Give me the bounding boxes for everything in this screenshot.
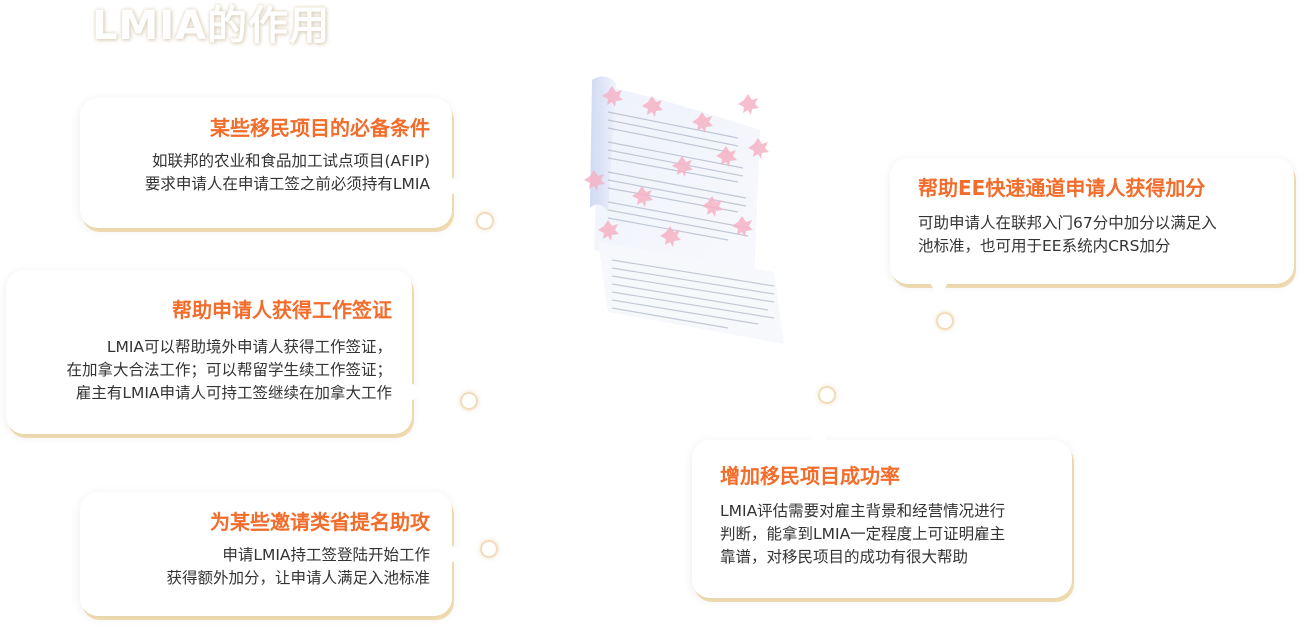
card-line: 获得额外加分，让申请人满足入池标准 bbox=[166, 569, 430, 587]
card-line: 判断，能拿到LMIA一定程度上可证明雇主 bbox=[720, 525, 1006, 543]
card-provincial-nomination: 为某些邀请类省提名助攻 申请LMIA持工签登陆开始工作 获得额外加分，让申请人满… bbox=[80, 492, 464, 616]
card-title: 增加移民项目成功率 bbox=[720, 464, 900, 488]
connector-dot bbox=[460, 392, 478, 410]
card-line: 在加拿大合法工作；可以帮留学生续工作签证； bbox=[66, 361, 392, 379]
card-line: 申请LMIA持工签登陆开始工作 bbox=[222, 546, 430, 564]
card-line: 雇主有LMIA申请人可持工签继续在加拿大工作 bbox=[75, 384, 392, 402]
card-express-entry: 帮助EE快速通道申请人获得加分 可助申请人在联邦入门67分中加分以满足入 池标准… bbox=[890, 158, 1294, 298]
card-success-rate: 增加移民项目成功率 LMIA评估需要对雇主背景和经营情况进行 判断，能拿到LMI… bbox=[692, 427, 1072, 598]
card-body: LMIA可以帮助境外申请人获得工作签证， 在加拿大合法工作；可以帮留学生续工作签… bbox=[16, 336, 392, 405]
card-title: 为某些邀请类省提名助攻 bbox=[210, 510, 430, 534]
connector-dot bbox=[480, 540, 498, 558]
connector-dot bbox=[476, 212, 494, 230]
card-line: LMIA评估需要对雇主背景和经营情况进行 bbox=[720, 502, 1006, 520]
card-work-permit: 帮助申请人获得工作签证 LMIA可以帮助境外申请人获得工作签证， 在加拿大合法工… bbox=[6, 270, 424, 434]
card-body: 可助申请人在联邦入门67分中加分以满足入 池标准，也可用于EE系统内CRS加分 bbox=[918, 212, 1280, 258]
card-line: 靠谱，对移民项目的成功有很大帮助 bbox=[720, 548, 969, 566]
card-title: 帮助申请人获得工作签证 bbox=[172, 298, 392, 322]
card-tail bbox=[810, 427, 828, 442]
card-title: 某些移民项目的必备条件 bbox=[210, 116, 430, 140]
card-body: 如联邦的农业和食品加工试点项目(AFIP) 要求申请人在申请工签之前必须持有LM… bbox=[94, 150, 430, 196]
card-line: 池标准，也可用于EE系统内CRS加分 bbox=[918, 237, 1171, 255]
card-tail bbox=[450, 176, 464, 196]
connector-dot bbox=[818, 386, 836, 404]
card-tail bbox=[410, 382, 424, 402]
page-title: LMIA的作用 bbox=[92, 3, 331, 49]
card-line: 如联邦的农业和食品加工试点项目(AFIP) bbox=[151, 152, 430, 170]
card-body: 申请LMIA持工签登陆开始工作 获得额外加分，让申请人满足入池标准 bbox=[94, 544, 430, 590]
card-title: 帮助EE快速通道申请人获得加分 bbox=[918, 176, 1206, 200]
document-illustration-icon bbox=[578, 72, 798, 362]
connector-dot bbox=[936, 312, 954, 330]
card-prerequisite: 某些移民项目的必备条件 如联邦的农业和食品加工试点项目(AFIP) 要求申请人在… bbox=[80, 98, 464, 228]
card-tail bbox=[930, 283, 948, 298]
card-tail bbox=[450, 544, 464, 564]
card-line: 可助申请人在联邦入门67分中加分以满足入 bbox=[918, 214, 1217, 232]
card-body: LMIA评估需要对雇主背景和经营情况进行 判断，能拿到LMIA一定程度上可证明雇… bbox=[720, 500, 1058, 569]
card-line: LMIA可以帮助境外申请人获得工作签证， bbox=[106, 338, 392, 356]
card-line: 要求申请人在申请工签之前必须持有LMIA bbox=[144, 175, 430, 193]
